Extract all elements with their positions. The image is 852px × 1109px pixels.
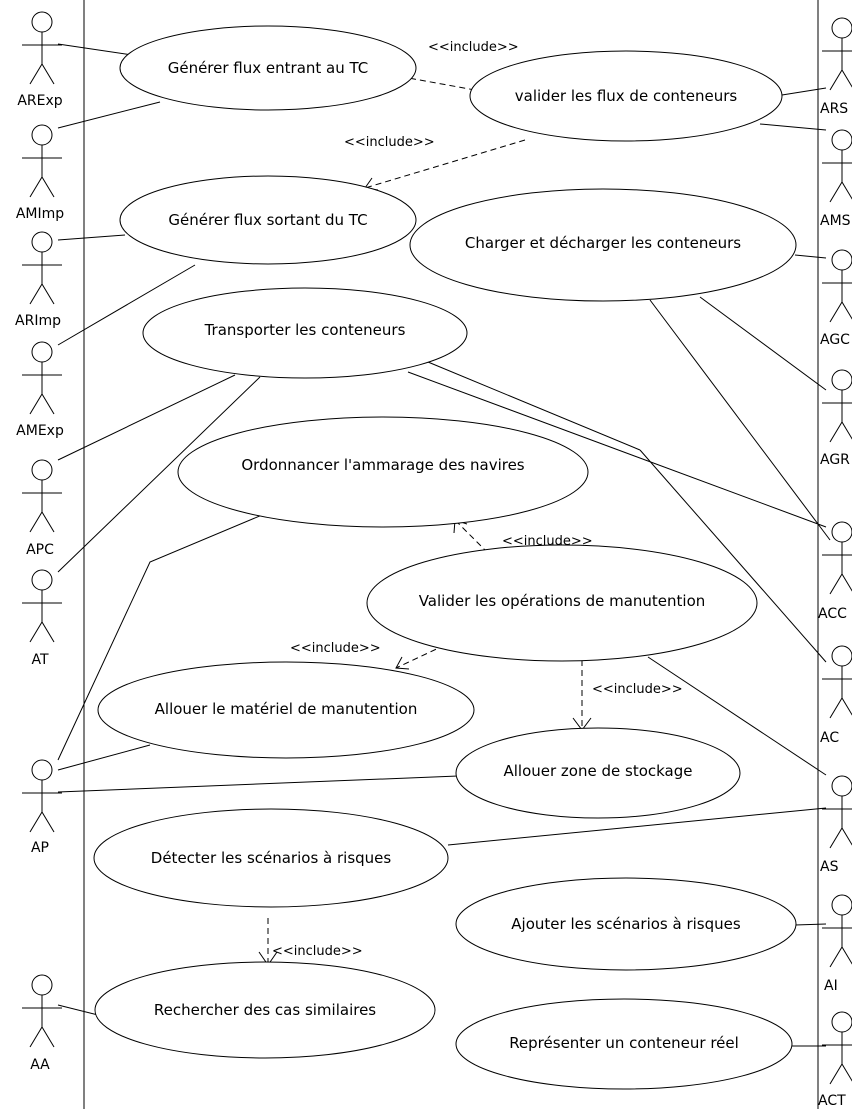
include-labels: <<include>> <<include>> <<include>> <<in… xyxy=(272,40,683,959)
assoc-arexp-uc1 xyxy=(57,43,133,56)
actor-label: AP xyxy=(31,840,49,856)
assoc-ap-uc9 xyxy=(57,775,459,793)
use-case-ajouter-scenarios[interactable]: Ajouter les scénarios à risques xyxy=(455,877,797,971)
use-case-allouer-materiel[interactable]: Allouer le matériel de manutention xyxy=(97,661,475,759)
actor-act[interactable]: ACT xyxy=(818,1011,852,1109)
use-case-label: Allouer zone de stockage xyxy=(503,762,692,780)
assoc-at-uc5 xyxy=(57,376,261,573)
actor-label: ARS xyxy=(820,101,848,117)
use-case-label: Détecter les scénarios à risques xyxy=(151,849,392,867)
actor-label: AGC xyxy=(820,332,850,348)
assoc-agr-uc4 xyxy=(699,296,827,391)
use-case-label: Générer flux entrant au TC xyxy=(168,59,369,77)
assoc-agc-uc4 xyxy=(794,254,827,259)
assoc-ai-uc11 xyxy=(794,923,827,926)
use-case-label: Générer flux sortant du TC xyxy=(168,211,367,229)
use-case-label: Transporter les conteneurs xyxy=(204,321,406,339)
assoc-apc-uc5 xyxy=(57,374,236,461)
actor-as[interactable]: AS xyxy=(820,775,852,875)
actor-label: AMExp xyxy=(16,423,64,439)
use-case-label: Représenter un conteneur réel xyxy=(509,1034,739,1052)
use-case-valider-flux-conteneurs[interactable]: valider les flux de conteneurs xyxy=(469,50,783,142)
assoc-ap-uc6 xyxy=(57,514,263,761)
actor-ai[interactable]: AI xyxy=(821,894,852,994)
use-case-label: Ajouter les scénarios à risques xyxy=(511,915,741,933)
assoc-acc-uc4 xyxy=(649,299,831,541)
assoc-as-uc10 xyxy=(447,807,827,846)
actor-label: ARImp xyxy=(15,313,61,329)
include-uc7-uc8 xyxy=(395,644,446,669)
include-label: <<include>> xyxy=(428,40,519,55)
include-arrowhead-uc8 xyxy=(395,656,410,670)
use-case-allouer-zone-stockage[interactable]: Allouer zone de stockage xyxy=(455,727,741,819)
actor-label: AMS xyxy=(820,213,851,229)
use-case-ordonnancer-ammarage[interactable]: Ordonnancer l'ammarage des navires xyxy=(177,416,589,528)
actor-arexp[interactable]: ARExp xyxy=(17,11,63,109)
actor-aa[interactable]: AA xyxy=(21,974,63,1073)
include-label: <<include>> xyxy=(272,944,363,959)
actor-label: AGR xyxy=(820,452,850,468)
assoc-ac-uc5 xyxy=(427,361,641,451)
assoc-as-uc7 xyxy=(647,656,827,776)
actor-label: ACC xyxy=(818,606,847,622)
actor-agc[interactable]: AGC xyxy=(820,249,852,348)
actor-amimp[interactable]: AMImp xyxy=(16,124,64,222)
assoc-ams-uc2 xyxy=(759,123,827,131)
assoc-ap-uc8 xyxy=(57,744,151,771)
use-case-label: Charger et décharger les conteneurs xyxy=(465,234,741,252)
actor-label: ARExp xyxy=(17,93,62,109)
actor-label: AA xyxy=(30,1057,50,1073)
actor-label: AI xyxy=(824,978,838,994)
actors-right: ARS AMS AGC AGR ACC AC AS AI xyxy=(818,17,852,1109)
use-case-rechercher-cas-similaires[interactable]: Rechercher des cas similaires xyxy=(94,961,436,1059)
include-uc2-uc3 xyxy=(364,139,526,189)
use-case-transporter-conteneurs[interactable]: Transporter les conteneurs xyxy=(142,287,468,379)
assoc-ac-uc5-b xyxy=(639,449,827,663)
actor-label: APC xyxy=(26,542,54,558)
use-case-label: Ordonnancer l'ammarage des navires xyxy=(241,456,524,474)
assoc-ars-uc2 xyxy=(781,87,827,96)
use-case-charger-decharger[interactable]: Charger et décharger les conteneurs xyxy=(409,188,797,302)
associations xyxy=(57,43,831,1047)
use-case-representer-conteneur[interactable]: Représenter un conteneur réel xyxy=(455,998,793,1090)
actor-ac[interactable]: AC xyxy=(820,645,852,746)
actor-label: AS xyxy=(820,859,839,875)
include-label: <<include>> xyxy=(592,682,683,697)
actor-agr[interactable]: AGR xyxy=(820,369,852,468)
use-case-label: Valider les opérations de manutention xyxy=(419,592,706,610)
use-case-label: Allouer le matériel de manutention xyxy=(155,700,418,718)
actor-ams[interactable]: AMS xyxy=(820,129,852,229)
actors-left: ARExp AMImp ARImp AMExp APC AT AP AA xyxy=(15,11,64,1073)
include-label: <<include>> xyxy=(290,641,381,656)
assoc-acc-uc5 xyxy=(407,371,827,528)
assoc-amexp-uc3 xyxy=(57,264,196,346)
include-label: <<include>> xyxy=(344,135,435,150)
actor-ars[interactable]: ARS xyxy=(820,17,852,117)
actor-at[interactable]: AT xyxy=(21,569,63,668)
actor-label: AT xyxy=(31,652,48,668)
use-cases: Générer flux entrant au TC valider les f… xyxy=(93,25,797,1090)
actor-label: ACT xyxy=(818,1093,846,1109)
actor-amexp[interactable]: AMExp xyxy=(16,341,64,439)
actor-acc[interactable]: ACC xyxy=(818,521,852,622)
use-case-generer-flux-entrant[interactable]: Générer flux entrant au TC xyxy=(119,25,417,111)
actor-label: AMImp xyxy=(16,206,64,222)
assoc-arimp-uc3 xyxy=(57,234,126,241)
actor-arimp[interactable]: ARImp xyxy=(15,231,63,329)
use-case-label: valider les flux de conteneurs xyxy=(515,87,738,105)
use-case-detecter-scenarios[interactable]: Détecter les scénarios à risques xyxy=(93,808,449,908)
system-boundary xyxy=(83,0,819,1109)
use-case-label: Rechercher des cas similaires xyxy=(154,1001,376,1019)
assoc-amimp-uc1 xyxy=(57,101,161,129)
actor-label: AC xyxy=(820,730,839,746)
actor-apc[interactable]: APC xyxy=(21,459,63,558)
actor-ap[interactable]: AP xyxy=(21,759,63,856)
use-case-valider-operations[interactable]: Valider les opérations de manutention xyxy=(366,544,758,662)
use-case-generer-flux-sortant[interactable]: Générer flux sortant du TC xyxy=(119,175,417,265)
